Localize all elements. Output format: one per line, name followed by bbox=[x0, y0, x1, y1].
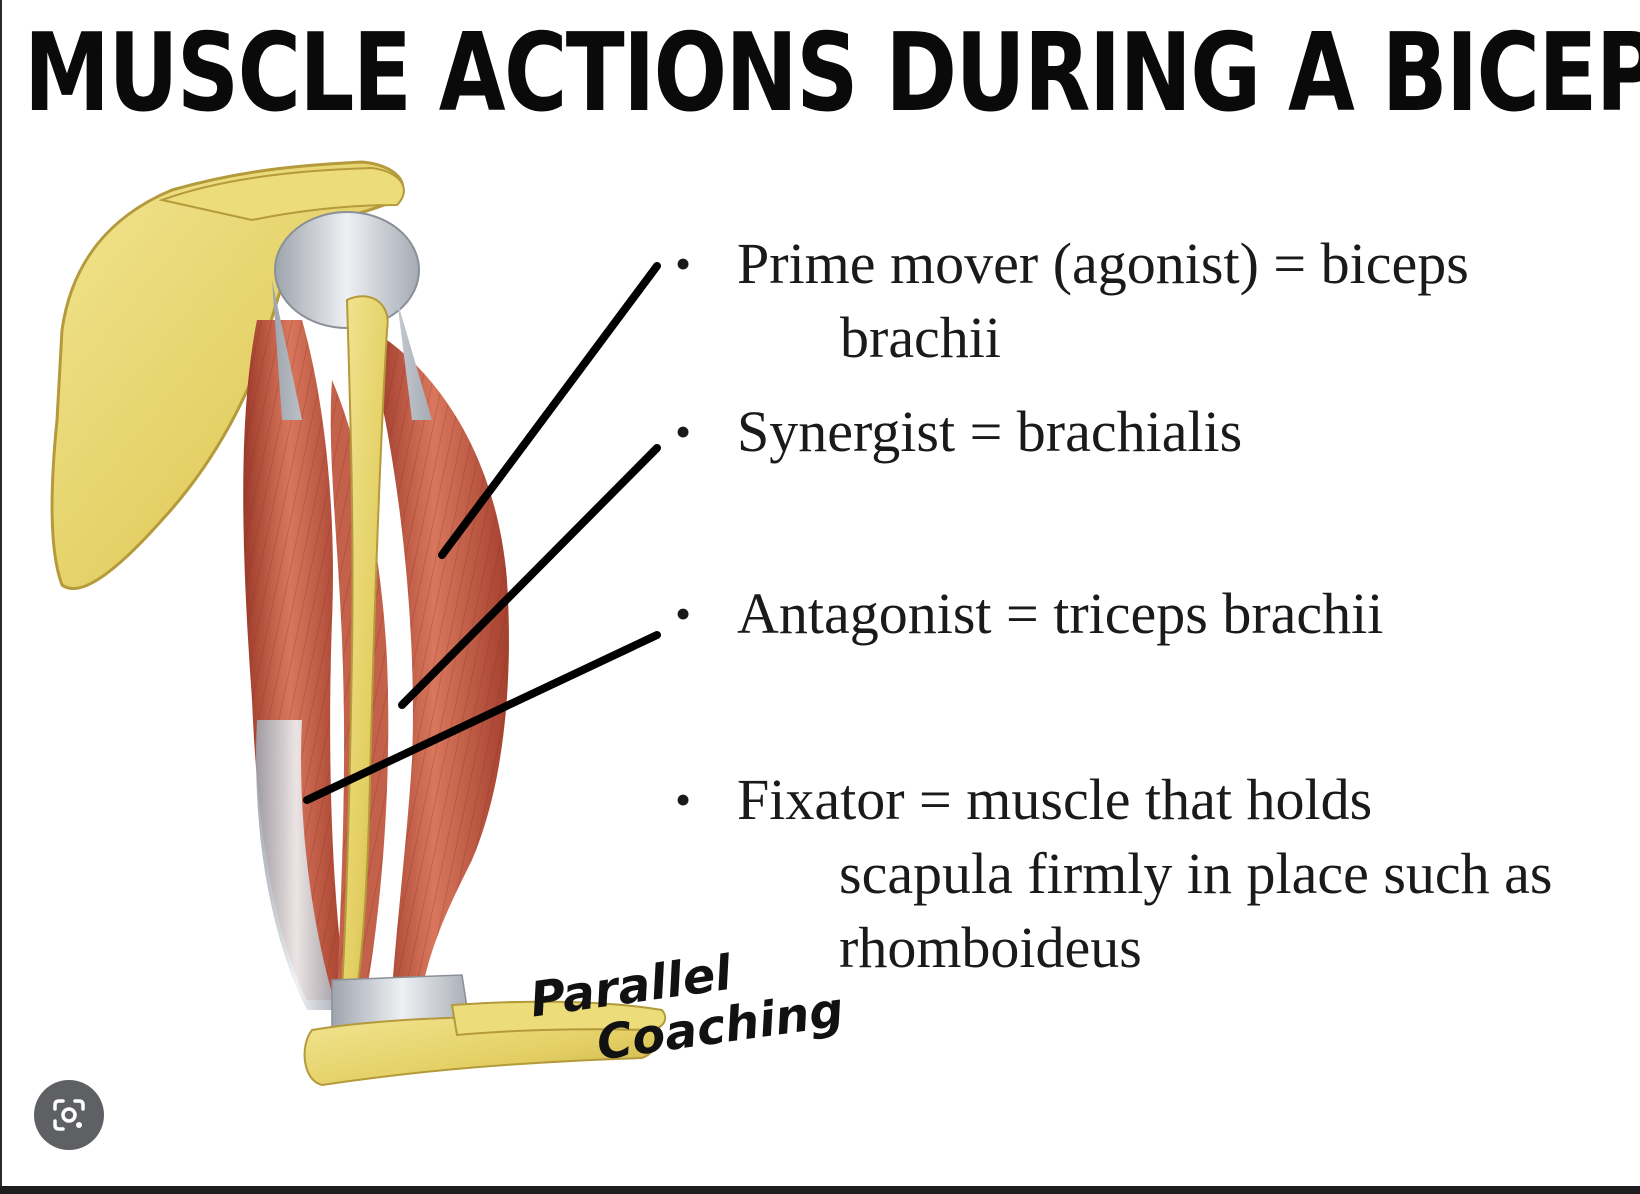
google-lens-icon bbox=[53, 1099, 85, 1131]
bullet-text: Prime mover (agonist) = biceps bbox=[737, 231, 1469, 296]
bullet-text: Fixator = muscle that holds bbox=[737, 767, 1373, 832]
page-title: MUSCLE ACTIONS DURING A BICEPS CURL bbox=[24, 11, 1640, 136]
bullet-text-continued: scapula firmly in place such as bbox=[839, 841, 1553, 906]
bullet-text: Antagonist = triceps brachii bbox=[737, 581, 1384, 646]
bullet-symbol: • bbox=[675, 406, 692, 457]
radius-bone bbox=[450, 1000, 667, 1037]
pointer-synergist bbox=[398, 444, 661, 709]
elbow-tendon bbox=[256, 720, 337, 1010]
google-lens-button[interactable] bbox=[34, 1080, 104, 1150]
humerus-bone bbox=[340, 295, 389, 991]
bullet-symbol: • bbox=[675, 774, 692, 825]
bullet-text: Synergist = brachialis bbox=[737, 399, 1243, 464]
bullet-symbol: • bbox=[675, 238, 692, 289]
pointer-antagonist bbox=[303, 631, 661, 804]
bullet-text-continued: brachii bbox=[840, 305, 1002, 370]
bullet-symbol: • bbox=[675, 588, 692, 639]
bullet-text-continued: rhomboideus bbox=[839, 915, 1142, 980]
acromion-bone bbox=[158, 166, 405, 222]
pointer-prime-mover bbox=[438, 262, 661, 559]
bottom-bar bbox=[0, 1186, 1640, 1194]
upper-tendons bbox=[272, 280, 432, 420]
